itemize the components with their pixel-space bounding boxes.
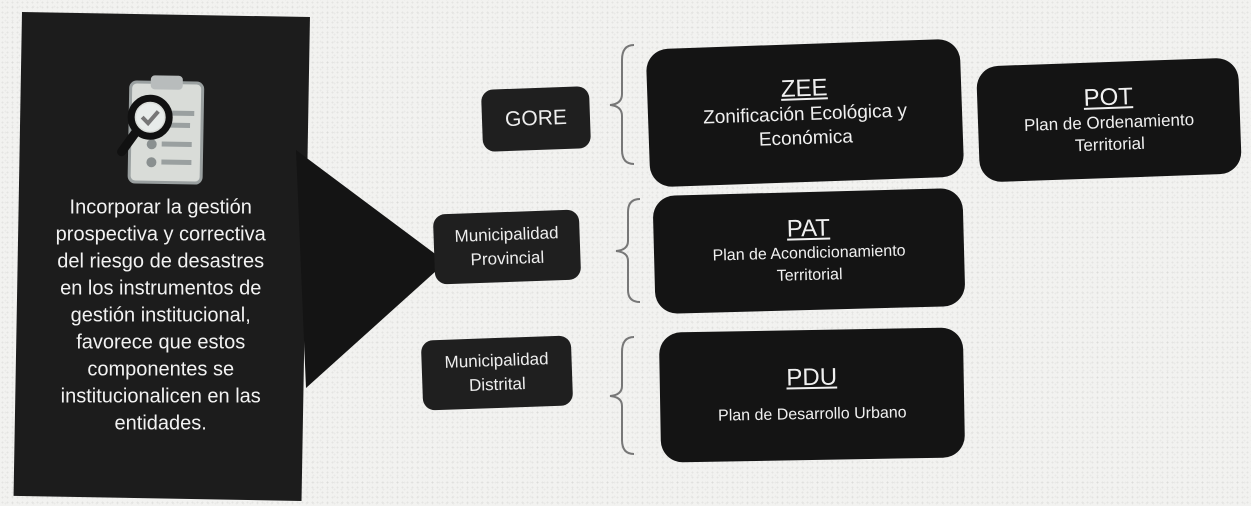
main-message-text: Incorporar la gestión prospectiva y corr… bbox=[55, 196, 266, 435]
instrument-acronym: ZEE bbox=[780, 74, 828, 103]
entity-municipalidad-distrital: Municipalidad Distrital bbox=[420, 335, 574, 411]
instrument-acronym: PAT bbox=[786, 214, 831, 243]
instrument-name: Plan de Acondicionamiento Territorial bbox=[712, 242, 906, 285]
entity-label: Municipalidad Distrital bbox=[444, 349, 549, 395]
entity-label: Municipalidad Provincial bbox=[454, 223, 559, 270]
instrument-acronym: PDU bbox=[786, 363, 838, 392]
entity-gore: GORE bbox=[480, 86, 592, 152]
brace-municipalidad-distrital bbox=[609, 336, 635, 455]
entity-label: GORE bbox=[504, 105, 568, 132]
right-arrow-icon bbox=[296, 150, 446, 388]
instrument-pdu: PDU Plan de Desarrollo Urbano bbox=[658, 327, 966, 463]
instrument-pat: PAT Plan de Acondicionamiento Territoria… bbox=[652, 187, 966, 315]
clipboard-magnifier-icon bbox=[117, 75, 205, 185]
instrument-acronym: POT bbox=[1083, 83, 1134, 112]
brace-municipalidad-provincial bbox=[615, 198, 641, 303]
instrument-name: Zonificación Ecológica y Económica bbox=[702, 100, 908, 151]
brace-gore bbox=[609, 44, 635, 165]
instrument-zee: ZEE Zonificación Ecológica y Económica bbox=[645, 38, 965, 188]
entity-municipalidad-provincial: Municipalidad Provincial bbox=[432, 209, 582, 285]
instrument-name: Plan de Ordenamiento Territorial bbox=[1023, 110, 1195, 156]
instrument-name: Plan de Desarrollo Urbano bbox=[717, 404, 907, 425]
instrument-pot: POT Plan de Ordenamiento Territorial bbox=[976, 57, 1242, 183]
main-message-panel: Incorporar la gestión prospectiva y corr… bbox=[13, 12, 310, 501]
